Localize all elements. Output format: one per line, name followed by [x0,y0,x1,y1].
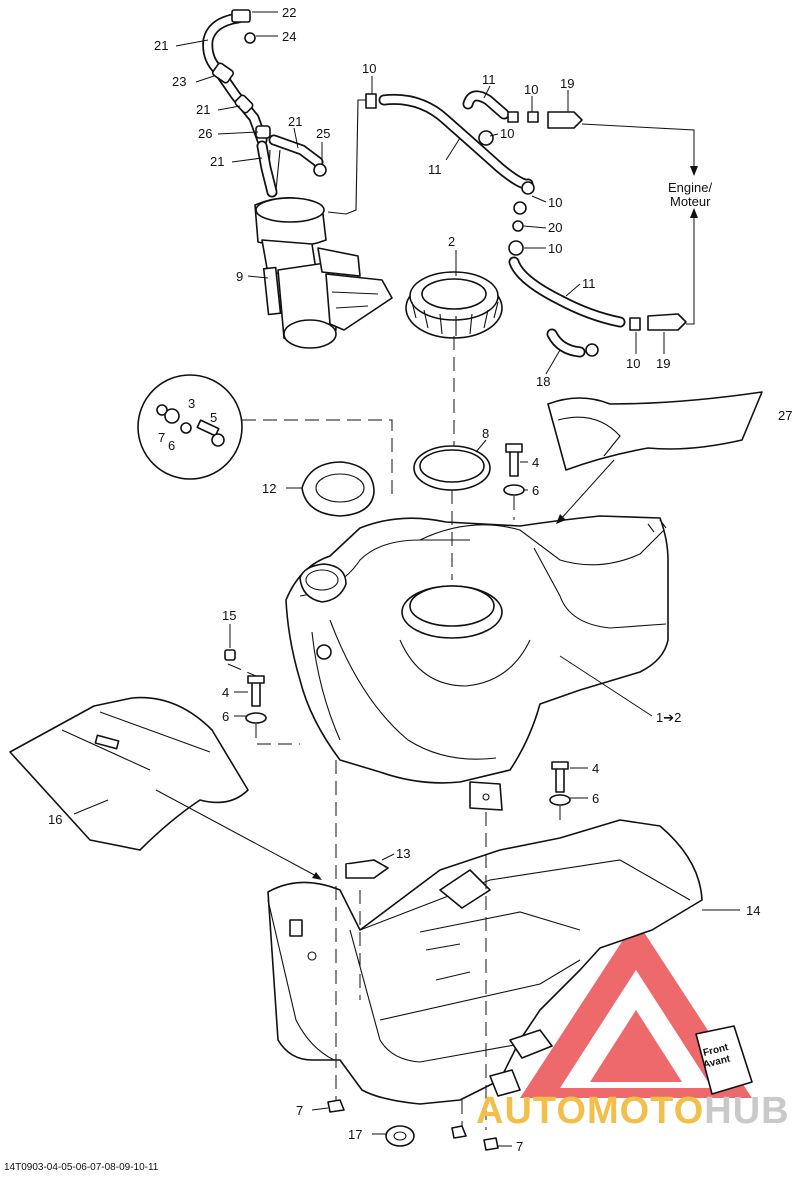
callout-24: 24 [282,29,296,44]
callout-14: 14 [746,903,760,918]
engine-connection-lines [581,123,698,325]
bolts-near-tank [224,649,571,806]
callout-6: 6 [222,709,229,724]
callout-16: 16 [48,812,62,827]
lock-ring [405,271,503,339]
watermark-text: AUTOMOTOHUB [476,1090,790,1133]
callout-21: 21 [196,102,210,117]
callout-labels: 22 24 21 23 21 21 26 25 21 9 10 11 11 10… [48,5,792,1154]
bolt-washer-upper [503,443,525,496]
callout-21: 21 [210,154,224,169]
engine-label-line2: Moteur [670,194,711,209]
callout-2: 2 [448,234,455,249]
callout-21: 21 [154,38,168,53]
callout-10: 10 [524,82,538,97]
callout-4: 4 [532,455,539,470]
callout-7: 7 [158,430,165,445]
callout-4: 4 [222,685,229,700]
callout-4: 4 [592,761,599,776]
callout-25: 25 [316,126,330,141]
rubber-pad [345,859,389,879]
callout-6: 6 [532,483,539,498]
engine-label-line1: Engine/ [668,180,712,195]
callout-3: 3 [188,396,195,411]
watermark-part2: HUB [704,1090,790,1132]
callout-10: 10 [548,195,562,210]
callout-10: 10 [626,356,640,371]
callout-21: 21 [288,114,302,129]
fuel-tank [285,515,669,811]
callout-26: 26 [198,126,212,141]
front-arrow [695,1025,753,1095]
callout-15: 15 [222,608,236,623]
callout-10: 10 [548,241,562,256]
fastener-detail-circle [137,374,243,480]
heat-shield [547,391,763,471]
vent-hose-assembly [202,9,327,198]
leader-lines [73,11,740,1147]
callout-20: 20 [548,220,562,235]
bottom-protection-pad [9,696,249,851]
callout-7: 7 [516,1139,523,1154]
callout-1-to-2: 1➔2 [656,710,681,725]
callout-8: 8 [482,426,489,441]
tank-support-tray [267,819,703,1105]
callout-6: 6 [592,791,599,806]
callout-11: 11 [482,72,496,87]
callout-12: 12 [262,481,276,496]
callout-13: 13 [396,846,410,861]
callout-23: 23 [172,74,186,89]
callout-10: 10 [362,61,376,76]
fuel-pump-module [254,149,393,349]
callout-10: 10 [500,126,514,141]
assembly-dashed-lines [227,336,561,1130]
watermark-part1: AUTOMOTO [476,1090,705,1132]
callout-19: 19 [560,76,574,91]
drawing-code: 14T0903-04-05-06-07-08-09-10-11 [4,1162,159,1173]
callout-6: 6 [168,438,175,453]
watermark-logo [520,920,752,1098]
callout-11: 11 [582,276,596,291]
callout-7: 7 [296,1103,303,1118]
callout-19: 19 [656,356,670,371]
tank-seal-gasket [413,445,491,491]
callout-11: 11 [428,162,442,177]
bottom-fasteners [327,1099,499,1151]
callout-27: 27 [778,408,792,423]
callout-18: 18 [536,374,550,389]
fuel-return-hose [327,90,687,358]
callout-5: 5 [210,410,217,425]
callout-9: 9 [236,269,243,284]
fuel-cap [301,461,375,517]
callout-17: 17 [348,1127,362,1142]
callout-22: 22 [282,5,296,20]
